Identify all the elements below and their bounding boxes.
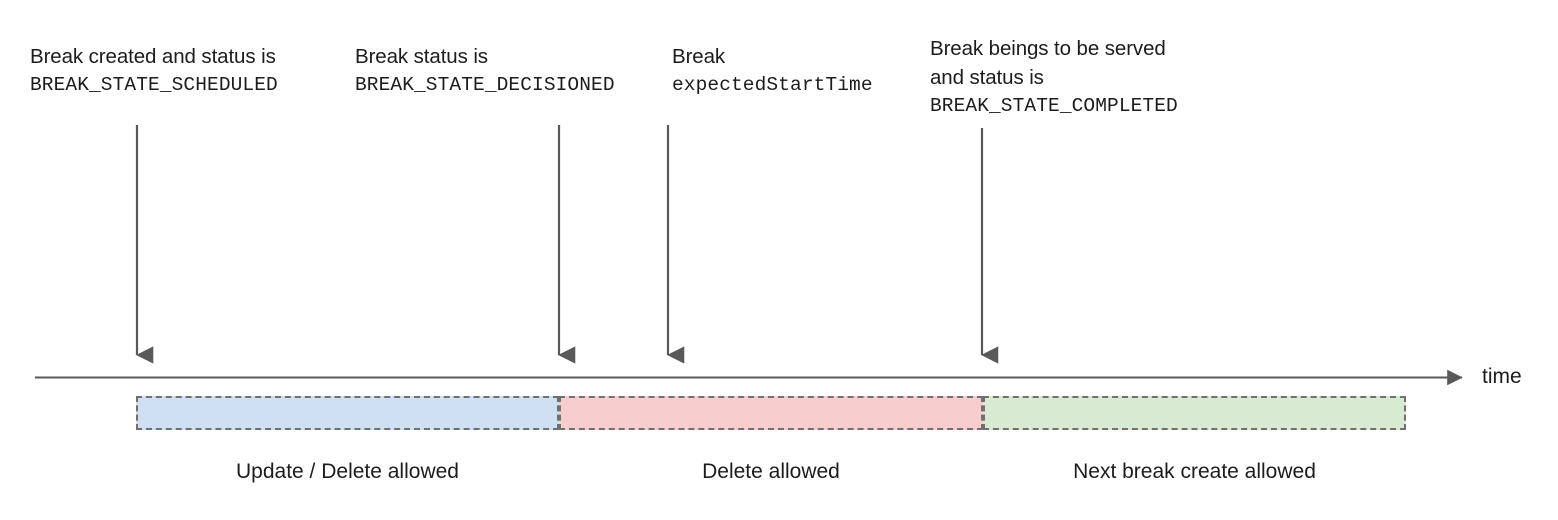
- annotation-decisioned: Break status is BREAK_STATE_DECISIONED: [355, 42, 615, 100]
- annotation-scheduled: Break created and status is BREAK_STATE_…: [30, 42, 278, 100]
- annotation-decisioned-constant: BREAK_STATE_DECISIONED: [355, 74, 615, 96]
- phase-bar-update-delete: [136, 396, 559, 430]
- annotation-decisioned-prose: Break status is: [355, 45, 488, 68]
- annotation-completed-prose-line1: Break beings to be served: [930, 37, 1166, 60]
- phase-caption-next-create: Next break create allowed: [1073, 460, 1316, 483]
- annotation-scheduled-prose: Break created and status is: [30, 45, 276, 68]
- annotation-completed: Break beings to be served and status is …: [930, 34, 1178, 121]
- time-axis-label: time: [1482, 365, 1522, 388]
- annotation-expected-start-time-field: expectedStartTime: [672, 74, 873, 96]
- phase-caption-delete: Delete allowed: [702, 460, 840, 483]
- annotation-expected-start-time: Break expectedStartTime: [672, 42, 873, 100]
- annotation-scheduled-constant: BREAK_STATE_SCHEDULED: [30, 74, 278, 96]
- phase-bar-delete: [559, 396, 983, 430]
- phase-caption-update-delete: Update / Delete allowed: [236, 460, 459, 483]
- phase-bar-next-create: [983, 396, 1406, 430]
- annotation-expected-start-time-prose: Break: [672, 45, 726, 68]
- annotation-completed-constant: BREAK_STATE_COMPLETED: [930, 95, 1178, 117]
- annotation-completed-prose-line2: and status is: [930, 66, 1044, 89]
